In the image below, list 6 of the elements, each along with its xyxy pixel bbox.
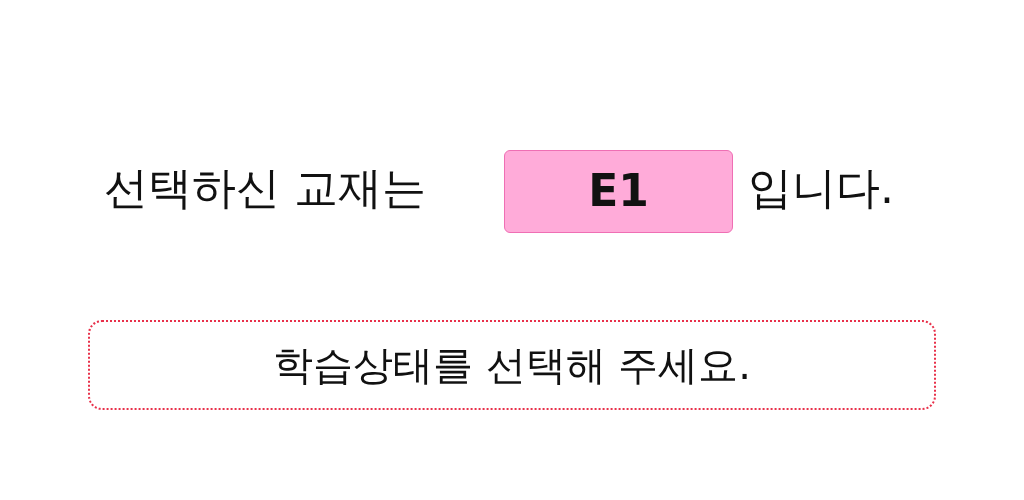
selected-book-box [504,150,733,233]
instruction-box [88,320,936,410]
instruction-text: 학습상태를 선택해 주세요. [272,343,752,387]
sentence-text: 선택하신 교재는 [104,166,426,210]
sentence-ending-text: 입니다. [748,166,894,210]
book-code-text: E1 [588,167,649,216]
